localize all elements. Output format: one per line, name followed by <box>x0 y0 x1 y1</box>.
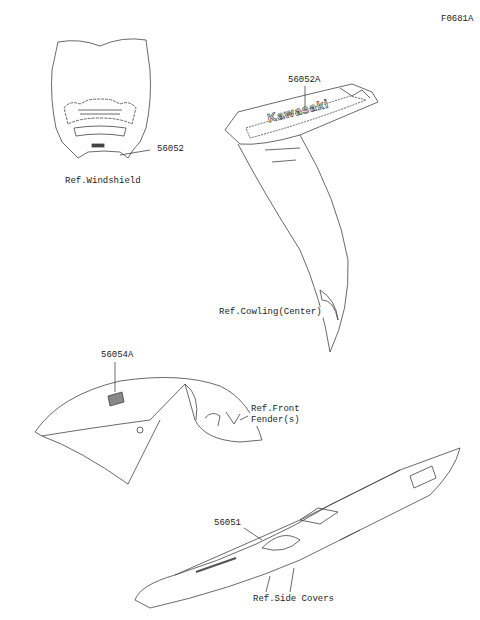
callout-number: 56054A <box>100 350 134 361</box>
part-ref-label: Ref.Side Covers <box>252 594 335 605</box>
windshield <box>52 39 151 158</box>
callout-number: 56052 <box>156 144 185 155</box>
callout-number: 56051 <box>213 518 242 529</box>
part-ref-label: Ref.Cowling(Center) <box>218 307 323 318</box>
part-ref-label: Ref.Windshield <box>64 176 142 187</box>
part-ref-label: Ref.Front Fender(s) <box>250 404 310 426</box>
side-covers <box>135 448 460 608</box>
drawing-number: F0681A <box>440 14 474 25</box>
front-fender <box>35 362 262 484</box>
callout-number: 56052A <box>287 75 321 86</box>
